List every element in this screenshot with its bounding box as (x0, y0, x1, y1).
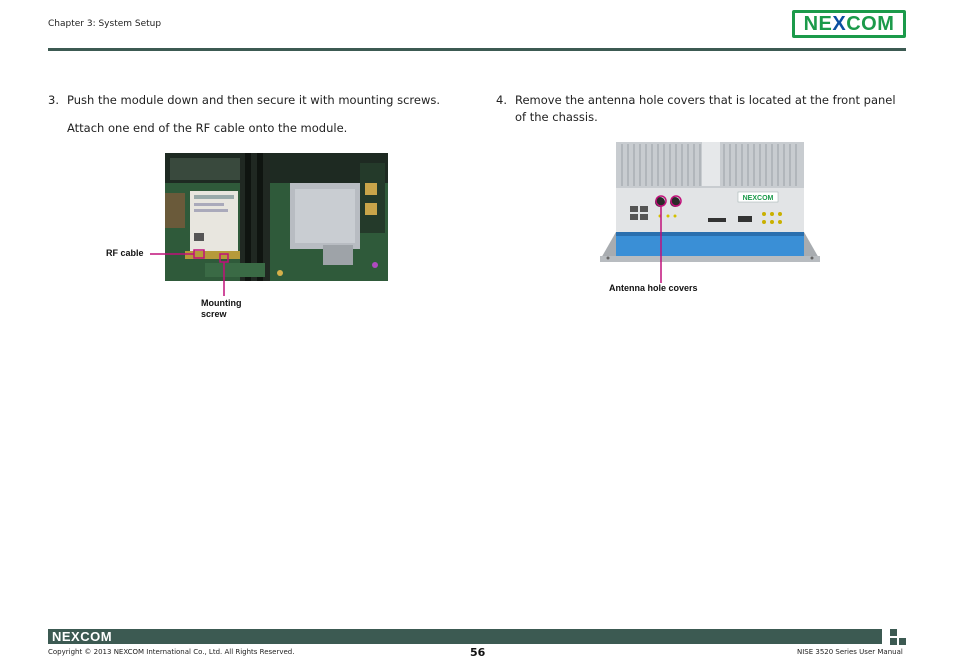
rf-cable-label: RF cable (106, 248, 144, 258)
callout-lines (150, 249, 205, 259)
antenna-hole-covers-label: Antenna hole covers (609, 283, 698, 293)
step-3-subtext: Attach one end of the RF cable onto the … (67, 121, 348, 135)
nexcom-footer-logo: NEXCOM (52, 629, 113, 644)
chassis-front-photo: NEXCOM (598, 140, 822, 264)
copyright-text: Copyright © 2013 NEXCOM International Co… (48, 648, 295, 656)
corner-squares-icon (890, 629, 906, 645)
step-text: Push the module down and then secure it … (67, 93, 441, 107)
footer-bar (48, 629, 882, 644)
mounting-screw-pointer (219, 253, 229, 296)
step-3: 3. Push the module down and then secure i… (48, 92, 448, 109)
chapter-title: Chapter 3: System Setup (48, 19, 162, 29)
module-installation-photo (165, 153, 388, 281)
step-4: 4. Remove the antenna hole covers that i… (496, 92, 896, 126)
antenna-callout-line (655, 195, 682, 283)
step-number: 3. (48, 93, 59, 107)
header-rule (48, 48, 906, 51)
step-text: Remove the antenna hole covers that is l… (515, 93, 896, 124)
page-number: 56 (470, 646, 486, 659)
svg-text:NEXCOM: NEXCOM (743, 195, 774, 202)
step-number: 4. (496, 93, 507, 107)
manual-title: NISE 3520 Series User Manual (797, 648, 903, 656)
mounting-screw-label: Mounting screw (201, 298, 242, 319)
